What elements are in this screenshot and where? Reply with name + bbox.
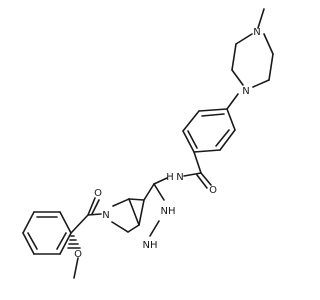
bond	[226, 93, 239, 110]
atom-label-o-amide: O	[209, 185, 217, 196]
bond	[70, 214, 89, 234]
atom-label-h-amide: H	[166, 172, 174, 183]
bond	[182, 110, 200, 132]
bond	[73, 257, 79, 279]
bond	[112, 198, 130, 207]
bond	[215, 129, 230, 147]
methylpiperazine-ring	[231, 8, 274, 88]
bond	[56, 232, 67, 250]
atom-label-o-acyl: O	[94, 188, 102, 199]
bond	[143, 183, 155, 201]
bond	[235, 33, 253, 45]
atom-label-nh-pyrazole-upper: NH	[161, 206, 176, 217]
bond	[231, 69, 244, 86]
bond	[196, 174, 208, 189]
bond	[183, 172, 202, 177]
bond	[138, 199, 145, 226]
bond	[153, 177, 168, 185]
bond	[193, 151, 202, 174]
bond	[27, 232, 38, 250]
atom-label-o-methoxy: O	[74, 249, 82, 260]
atom-label-n-amide: N	[176, 172, 183, 183]
bond	[193, 149, 221, 153]
bond	[22, 211, 35, 234]
bond	[149, 220, 160, 237]
atom-label-nh-pyrazole-lower: NH	[143, 240, 158, 251]
bond	[226, 108, 236, 131]
bond	[231, 43, 237, 71]
bond	[198, 108, 228, 112]
bond	[22, 232, 35, 255]
bond	[187, 130, 198, 149]
bond	[263, 33, 274, 55]
acyl-linker	[70, 197, 102, 234]
phenyl-ring	[22, 211, 72, 255]
bond	[111, 221, 129, 233]
bond	[153, 183, 165, 201]
bond	[268, 53, 274, 81]
structure-svg: N N N H O O N NH NH O	[22, 8, 274, 279]
benzamide-phenyl-ring	[182, 108, 236, 153]
amide-linker	[153, 151, 212, 189]
molecule-diagram: N N N H O O N NH NH O	[22, 8, 274, 279]
methoxy-group	[67, 235, 81, 279]
bond	[59, 211, 72, 234]
bond	[201, 113, 225, 117]
bond	[87, 197, 96, 216]
bond	[128, 198, 145, 201]
bond	[257, 8, 265, 29]
bond	[219, 129, 236, 151]
atom-label-n-aryl: N	[242, 86, 249, 97]
bond	[91, 199, 100, 215]
bond	[128, 198, 140, 226]
bond	[59, 232, 72, 255]
atom-label-n-methyl: N	[253, 27, 260, 38]
bond	[200, 172, 212, 186]
bond	[127, 224, 140, 233]
bond	[252, 79, 270, 88]
bond	[87, 213, 102, 216]
bond	[182, 130, 195, 153]
pyrrolopyrazole-core	[111, 183, 165, 237]
atom-label-n-pyrrolidine: N	[102, 210, 109, 221]
